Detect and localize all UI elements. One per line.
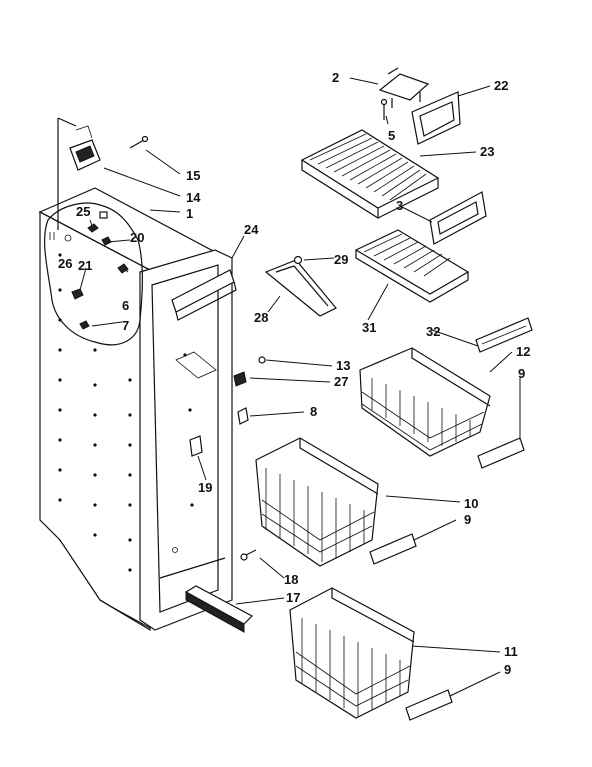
freezer-liner: [38, 117, 233, 632]
callout-3: 3: [396, 198, 403, 213]
callout-labels: 2 22 5 23 15 14 1 3 25 24 20 26 21 29 6 …: [58, 70, 530, 677]
pin-29: [293, 255, 303, 265]
slide-shelf-31: [354, 229, 470, 303]
callout-23: 23: [480, 144, 494, 159]
clip-8: [237, 407, 249, 425]
callout-21: 21: [78, 258, 92, 273]
retainer-13: [175, 351, 266, 379]
callout-26: 26: [58, 256, 72, 271]
callout-32: 32: [426, 324, 440, 339]
callout-13: 13: [336, 358, 350, 373]
hinge-2: [378, 67, 430, 108]
rail-28: [264, 259, 337, 317]
callout-12: 12: [516, 344, 530, 359]
callout-25: 25: [76, 204, 90, 219]
callout-14: 14: [186, 190, 201, 205]
callout-9c: 9: [504, 662, 511, 677]
callout-9b: 9: [464, 512, 471, 527]
screw-15: [129, 135, 149, 149]
callout-15: 15: [186, 168, 200, 183]
callout-31: 31: [362, 320, 376, 335]
screw-18: [240, 549, 257, 561]
callout-28: 28: [254, 310, 268, 325]
callout-20: 20: [130, 230, 144, 245]
callout-22: 22: [494, 78, 508, 93]
frame-22: [411, 91, 461, 145]
trim-9-top: [477, 437, 525, 469]
callout-29: 29: [334, 252, 348, 267]
wire-shelf-23: [300, 129, 440, 219]
basket-11: [289, 587, 415, 719]
liner-holes: [58, 253, 194, 572]
callout-24: 24: [244, 222, 259, 237]
basket-10: [255, 437, 379, 567]
bracket-24: [171, 269, 237, 321]
clip-27: [233, 371, 247, 387]
callout-2: 2: [332, 70, 339, 85]
leader-lines: [79, 77, 521, 697]
callout-9a: 9: [518, 366, 525, 381]
trim-9-middle: [369, 533, 417, 565]
rail-17: [184, 585, 253, 633]
callout-18: 18: [284, 572, 298, 587]
bracket-19: [189, 435, 203, 457]
callout-10: 10: [464, 496, 478, 511]
callout-17: 17: [286, 590, 300, 605]
callout-7: 7: [122, 318, 129, 333]
basket-12: [359, 347, 491, 457]
trim-9-bottom: [405, 689, 453, 721]
callout-8: 8: [310, 404, 317, 419]
control-area-outline: [43, 202, 143, 346]
trim-32: [475, 317, 533, 353]
screw-5: [380, 98, 388, 120]
callout-5: 5: [388, 128, 395, 143]
callout-1: 1: [186, 206, 193, 221]
frame-3: [429, 191, 487, 245]
callout-6: 6: [122, 298, 129, 313]
callout-27: 27: [334, 374, 348, 389]
callout-11: 11: [504, 644, 518, 659]
bracket-14: [69, 125, 101, 171]
callout-19: 19: [198, 480, 212, 495]
